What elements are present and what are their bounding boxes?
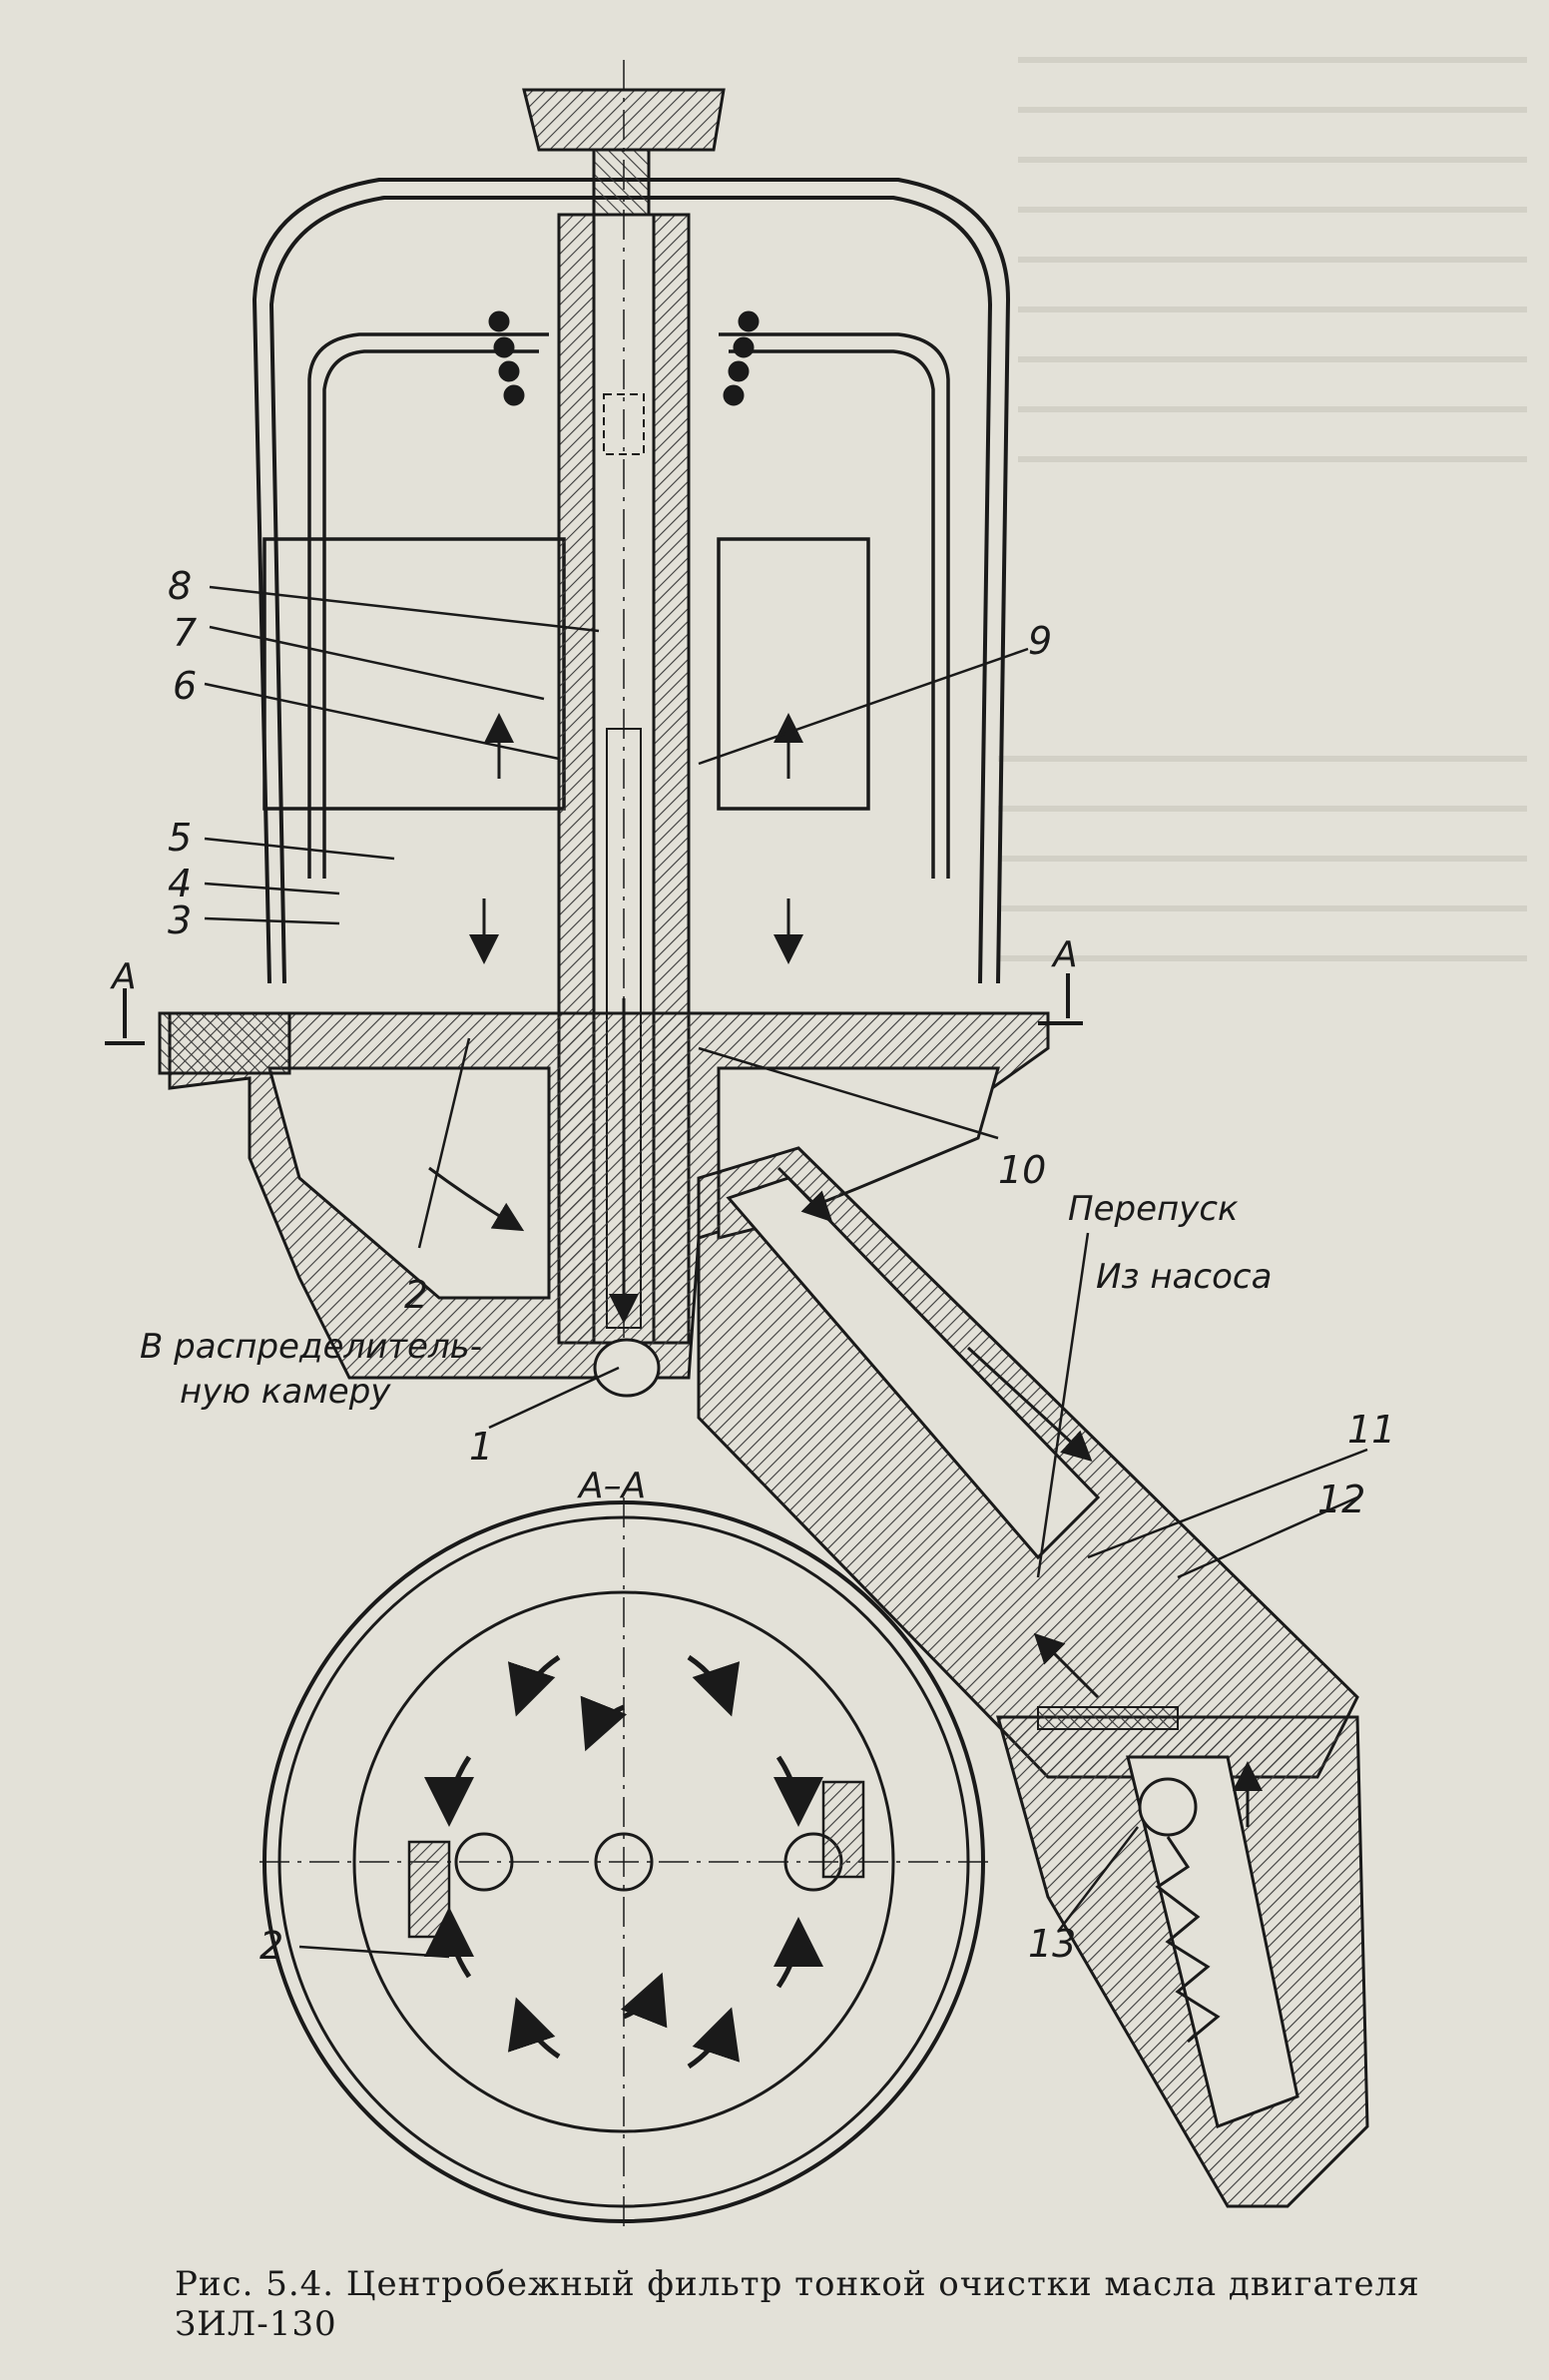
filter-body xyxy=(158,1011,1359,1779)
label-9: 9 xyxy=(1028,619,1052,663)
label-13: 13 xyxy=(1028,1922,1076,1966)
label-1: 1 xyxy=(469,1425,493,1469)
label-from-pump: Из насоса xyxy=(1096,1257,1272,1297)
label-4: 4 xyxy=(168,862,192,905)
label-section-a-a: А–А xyxy=(577,1466,646,1506)
labels: 8 7 6 9 5 4 3 А А 10 Перепуск Из насоса … xyxy=(110,564,1395,1968)
label-section-a-right: А xyxy=(1051,934,1078,975)
label-7: 7 xyxy=(173,611,197,655)
figure-caption: Рис. 5.4. Центробежный фильтр тонкой очи… xyxy=(175,2264,1420,2344)
label-5: 5 xyxy=(168,816,192,860)
background-text-ghost xyxy=(998,57,1527,961)
flow-arrows-swirl xyxy=(424,1654,823,2070)
label-6: 6 xyxy=(173,664,197,708)
label-10: 10 xyxy=(998,1148,1046,1192)
label-2b: 2 xyxy=(259,1924,283,1968)
section-markers xyxy=(105,973,1083,1045)
label-to-chamber-2: ную камеру xyxy=(180,1372,391,1412)
rotor xyxy=(262,332,950,879)
label-12: 12 xyxy=(1317,1478,1365,1521)
label-section-a-left: А xyxy=(110,956,137,997)
label-8: 8 xyxy=(168,564,192,608)
label-3: 3 xyxy=(168,898,192,942)
bypass-valve xyxy=(996,1706,1369,2208)
label-to-chamber-1: В распределитель- xyxy=(140,1327,482,1367)
section-a-a-view xyxy=(259,1497,988,2226)
label-11: 11 xyxy=(1347,1408,1395,1452)
leader-lines xyxy=(204,585,1368,1959)
label-bypass: Перепуск xyxy=(1068,1189,1239,1229)
spring-left xyxy=(488,310,760,406)
label-2: 2 xyxy=(404,1273,428,1317)
